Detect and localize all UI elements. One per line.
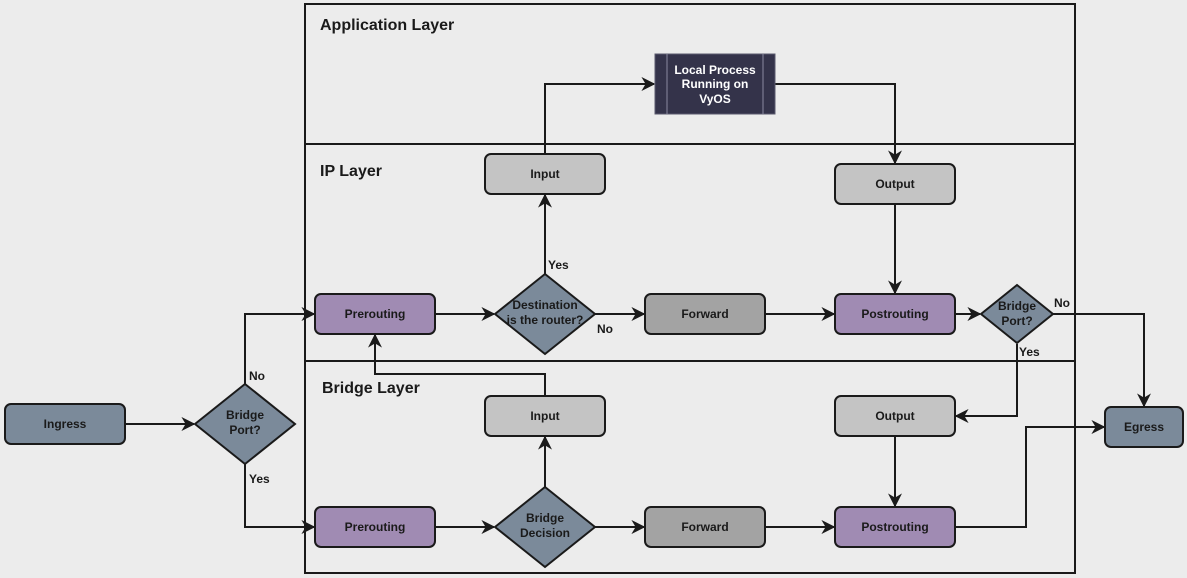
edge-ip-bridge-port-yes-to-br-output [954, 344, 1018, 423]
ip-forward-label: Forward [681, 307, 728, 321]
ip-postrouting-node[interactable]: Postrouting [834, 293, 956, 335]
label-ingress-no: No [249, 369, 265, 383]
ip-output-label: Output [875, 177, 914, 191]
br-input-label: Input [530, 409, 559, 423]
ingress-node[interactable]: Ingress [4, 403, 126, 445]
ip-destination-line1: Destination [512, 298, 577, 312]
br-postrouting-node[interactable]: Postrouting [834, 506, 956, 548]
br-forward-label: Forward [681, 520, 728, 534]
egress-label: Egress [1124, 420, 1164, 434]
br-prerouting-label: Prerouting [345, 520, 406, 534]
ip-bridge-port-line2: Port? [1001, 314, 1032, 328]
label-destination-yes: Yes [548, 258, 569, 272]
ip-output-node[interactable]: Output [834, 163, 956, 205]
edge-local-process-to-output [775, 83, 902, 165]
edge-br-postrouting-to-egress [955, 420, 1106, 528]
br-decision[interactable]: Bridge Decision [493, 485, 597, 569]
ip-input-node[interactable]: Input [484, 153, 606, 195]
ip-postrouting-label: Postrouting [861, 307, 928, 321]
local-process-line1: Local Process [674, 63, 756, 77]
local-process-line2: Running on [682, 77, 749, 91]
ip-prerouting-node[interactable]: Prerouting [314, 293, 436, 335]
edge-br-input-to-ip-prerouting [368, 333, 546, 396]
br-input-node[interactable]: Input [484, 395, 606, 437]
bridge-port-ingress-line1: Bridge [226, 408, 264, 422]
bridge-layer: Bridge Layer [304, 360, 1076, 574]
egress-node[interactable]: Egress [1104, 406, 1184, 448]
br-forward-node[interactable]: Forward [644, 506, 766, 548]
br-output-label: Output [875, 409, 914, 423]
bridge-layer-title: Bridge Layer [322, 380, 420, 397]
br-decision-line1: Bridge [526, 511, 564, 525]
bridge-port-ingress-line2: Port? [229, 423, 260, 437]
ip-forward-node[interactable]: Forward [644, 293, 766, 335]
connectors [125, 77, 1151, 534]
ingress-label: Ingress [44, 417, 87, 431]
edge-ip-bridge-port-no-to-egress [1053, 313, 1151, 408]
bridge-port-ingress-decision[interactable]: Bridge Port? [193, 382, 297, 466]
local-process-node[interactable]: Local Process Running on VyOS [654, 53, 776, 115]
ip-layer-title: IP Layer [320, 163, 382, 180]
label-ingress-yes: Yes [249, 472, 270, 486]
edge-bridge-port-yes-to-br-prerouting [244, 464, 316, 534]
br-prerouting-node[interactable]: Prerouting [314, 506, 436, 548]
local-process-line3: VyOS [699, 92, 731, 106]
edge-labels: No Yes Yes No No Yes [249, 258, 1070, 486]
label-ip-bridge-yes: Yes [1019, 345, 1040, 359]
ip-bridge-port-decision[interactable]: Bridge Port? [979, 283, 1055, 345]
application-layer-title: Application Layer [320, 17, 454, 34]
label-destination-no: No [597, 322, 613, 336]
ip-destination-line2: is the router? [507, 313, 584, 327]
edge-input-to-local-process [544, 77, 656, 154]
label-ip-bridge-no: No [1054, 296, 1070, 310]
br-postrouting-label: Postrouting [861, 520, 928, 534]
br-decision-line2: Decision [520, 526, 570, 540]
ip-bridge-port-line1: Bridge [998, 299, 1036, 313]
ip-prerouting-label: Prerouting [345, 307, 406, 321]
ip-destination-decision[interactable]: Destination is the router? [493, 272, 597, 356]
br-output-node[interactable]: Output [834, 395, 956, 437]
edge-bridge-port-no-to-ip-prerouting [244, 307, 316, 384]
ip-input-label: Input [530, 167, 559, 181]
